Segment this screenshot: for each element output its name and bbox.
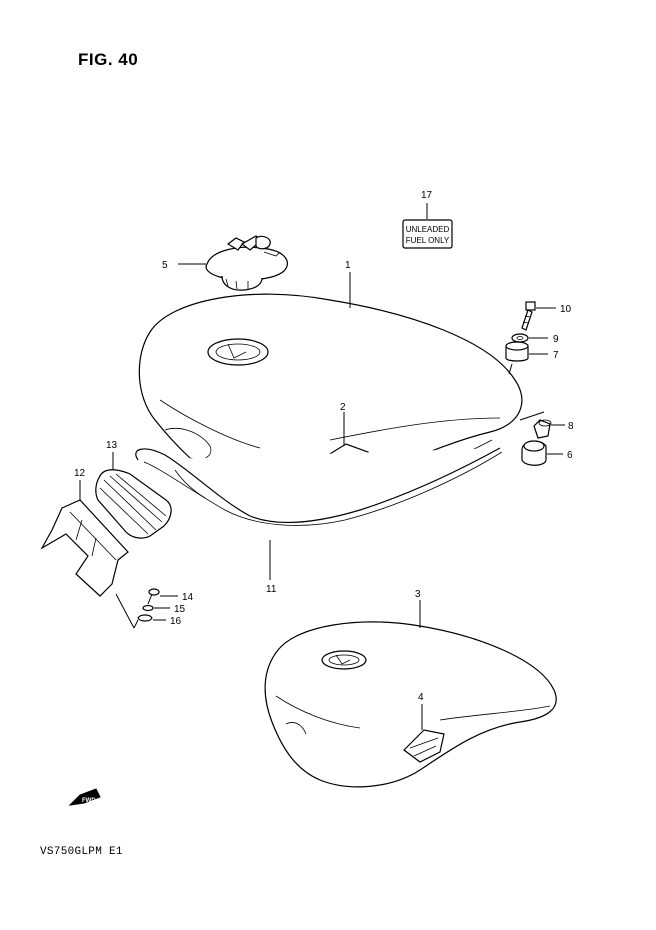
mounting-bolt — [521, 301, 536, 331]
callout-3: 3 — [415, 589, 421, 600]
spacer — [533, 419, 552, 439]
fuel-tank — [138, 293, 523, 502]
callout-7: 7 — [553, 350, 559, 361]
rubber-cushion — [95, 469, 172, 539]
callout-5: 5 — [162, 260, 168, 271]
screw — [147, 588, 160, 605]
tank-trim-strip — [135, 447, 503, 526]
callout-2: 2 — [340, 402, 346, 413]
callout-8: 8 — [568, 421, 574, 432]
lock-washer — [142, 604, 154, 612]
tank-bracket — [40, 499, 129, 597]
retaining-clip — [137, 614, 153, 622]
callout-11: 11 — [266, 584, 277, 595]
callout-13: 13 — [106, 440, 118, 451]
callout-14: 14 — [182, 592, 194, 603]
callout-17: 17 — [421, 190, 433, 201]
figure-title: FIG. 40 — [78, 50, 139, 69]
model-code: VS750GLPM E1 — [40, 846, 123, 858]
label-line-1: UNLEADED — [406, 225, 450, 234]
tank-emblem-alt — [403, 729, 445, 763]
callout-15: 15 — [174, 604, 186, 615]
fuel-tank-alt — [264, 621, 557, 788]
callout-6: 6 — [567, 450, 573, 461]
front-cushion — [521, 440, 547, 466]
callout-12: 12 — [74, 468, 86, 479]
label-line-2: FUEL ONLY — [406, 236, 450, 245]
callout-9: 9 — [553, 334, 559, 345]
fwd-text: FWD — [82, 798, 96, 804]
callout-16: 16 — [170, 616, 182, 627]
forward-direction-marker: FWD — [68, 788, 101, 806]
rear-cushion — [505, 341, 529, 362]
callout-10: 10 — [560, 304, 572, 315]
callout-4: 4 — [418, 692, 424, 703]
fuel-cap — [205, 235, 288, 291]
unleaded-fuel-label: UNLEADED FUEL ONLY — [402, 219, 453, 249]
washer — [511, 333, 529, 343]
callout-1: 1 — [345, 260, 351, 271]
